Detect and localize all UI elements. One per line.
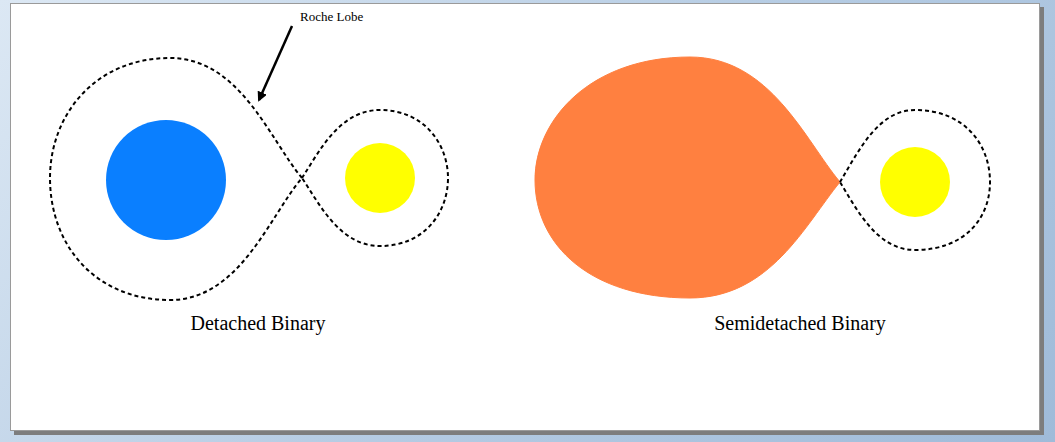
diagram-caption: Detached Binary — [191, 312, 326, 335]
callout-label: Roche Lobe — [300, 9, 363, 25]
filled-roche-lobe — [535, 57, 840, 298]
roche-lobe-right — [840, 110, 990, 250]
blue-star — [106, 120, 226, 240]
yellow-star — [345, 143, 415, 213]
roche-lobe-right — [302, 110, 448, 246]
leader-arrow — [259, 26, 292, 100]
yellow-star — [880, 147, 950, 217]
roche-lobe-left — [50, 58, 302, 300]
diagram-caption: Semidetached Binary — [714, 312, 886, 335]
